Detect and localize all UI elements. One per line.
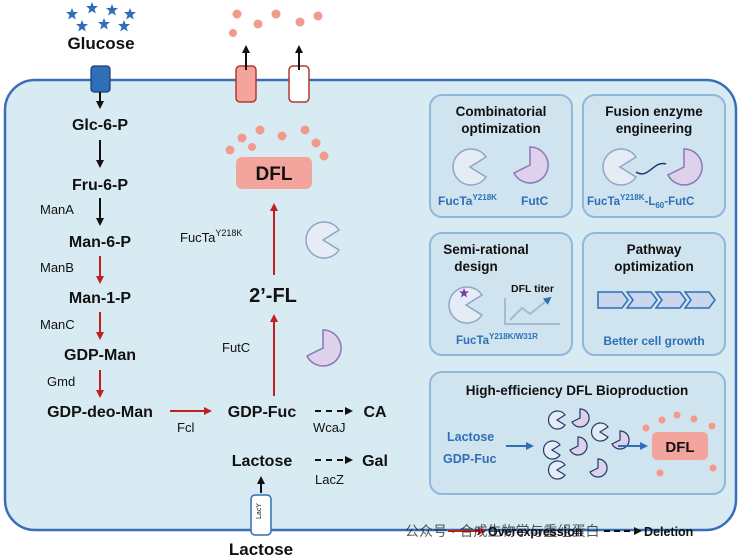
combinatorial-label-fucta: FucTaY218K xyxy=(438,193,497,208)
titer-chart-axes-icon xyxy=(504,298,560,325)
pathway-title-1: Pathway xyxy=(627,242,682,257)
panel-bioproduction xyxy=(429,371,726,495)
dfl-titer-label: DFL titer xyxy=(511,283,554,295)
metabolite-fru6p: Fru-6-P xyxy=(72,177,128,194)
enzyme-fucta: FucTaY218K xyxy=(180,228,242,245)
semirational-label: FucTaY218K/W31R xyxy=(456,332,538,347)
exporter-white-icon xyxy=(288,65,310,103)
enzyme-wcaj: WcaJ xyxy=(313,420,346,435)
dfl-molecules-icon xyxy=(225,125,329,161)
panel-pathway-optimization xyxy=(582,232,726,356)
pathway-title-2: optimization xyxy=(614,259,694,274)
enzyme-fcl: Fcl xyxy=(177,420,194,435)
mutant-enzyme-icon xyxy=(448,286,484,324)
pathway-modules-icon xyxy=(597,291,716,309)
fusion-title-1: Fusion enzyme xyxy=(605,104,703,119)
bioproduction-dfl-label: DFL xyxy=(665,439,694,456)
legend-deletion-label: Deletion xyxy=(644,525,693,539)
panel-combinatorial-optimization xyxy=(429,94,573,218)
futc-enzyme-icon xyxy=(512,146,549,184)
metabolite-2fl: 2’-FL xyxy=(249,285,297,307)
enzyme-gmd: Gmd xyxy=(47,374,75,389)
metabolite-gdpdeoman: GDP-deo-Man xyxy=(47,404,153,421)
semirational-title-1: Semi-rational xyxy=(443,242,529,257)
secreted-dfl-icon xyxy=(229,9,323,37)
semirational-title-2: design xyxy=(454,259,498,274)
dfl-product-box xyxy=(236,157,312,189)
combinatorial-label-futc: FutC xyxy=(521,194,549,208)
dfl-product-label: DFL xyxy=(256,164,293,185)
fusion-futc-icon xyxy=(666,148,703,186)
fusion-fucta-icon xyxy=(602,148,638,186)
combinatorial-title-2: optimization xyxy=(461,121,541,136)
combinatorial-title-1: Combinatorial xyxy=(456,104,547,119)
exporter-red-icon xyxy=(235,65,257,103)
bioproduction-dfl-dots-icon xyxy=(642,411,717,477)
metabolite-gdpfuc: GDP-Fuc xyxy=(228,404,297,421)
glucose-transporter-icon xyxy=(90,65,111,93)
fusion-enzymes-cluster-icon xyxy=(542,408,630,480)
enzyme-manb: ManB xyxy=(40,260,74,275)
glucose-label: Glucose xyxy=(67,34,134,53)
futc-enzyme-icon xyxy=(305,329,342,367)
titer-trend-icon xyxy=(509,296,552,321)
metabolite-man6p: Man-6-P xyxy=(69,234,132,251)
bioproduction-input-lactose: Lactose xyxy=(447,430,494,444)
lacy-label: LacY xyxy=(256,503,263,519)
lactose-extracellular-label: Lactose xyxy=(229,540,293,558)
fucta-enzyme-icon xyxy=(452,148,488,186)
bioproduction-input-gdpfuc: GDP-Fuc xyxy=(443,452,497,466)
enzyme-mana: ManA xyxy=(40,202,74,217)
watermark: 公众号 · 合成生物学与重组蛋白 xyxy=(405,523,599,539)
enzyme-manc: ManC xyxy=(40,317,75,332)
bioproduction-title: High-efficiency DFL Bioproduction xyxy=(466,383,689,398)
bioproduction-dfl-box xyxy=(652,432,708,460)
linker-icon xyxy=(635,162,667,175)
mutation-star-icon xyxy=(459,288,469,298)
fusion-title-2: engineering xyxy=(616,121,693,136)
metabolite-gal: Gal xyxy=(362,453,388,470)
pathway-caption: Better cell growth xyxy=(603,334,704,348)
panel-fusion-enzyme xyxy=(582,94,726,218)
metabolite-ca: CA xyxy=(363,404,387,421)
glucose-molecules-icon xyxy=(66,2,136,32)
metabolite-man1p: Man-1-P xyxy=(69,290,132,307)
enzyme-futc: FutC xyxy=(222,340,250,355)
fusion-label: FucTaY218K-L60-FutC xyxy=(587,193,694,210)
metabolite-gdpman: GDP-Man xyxy=(64,347,136,364)
lacy-transporter-icon xyxy=(250,494,272,536)
metabolite-glc6p: Glc-6-P xyxy=(72,117,128,134)
enzyme-lacz: LacZ xyxy=(315,472,344,487)
legend-overexpression-label: Overexpression xyxy=(488,525,583,539)
fucta-enzyme-icon xyxy=(305,221,341,259)
metabolite-lactose-intracellular: Lactose xyxy=(232,453,293,470)
